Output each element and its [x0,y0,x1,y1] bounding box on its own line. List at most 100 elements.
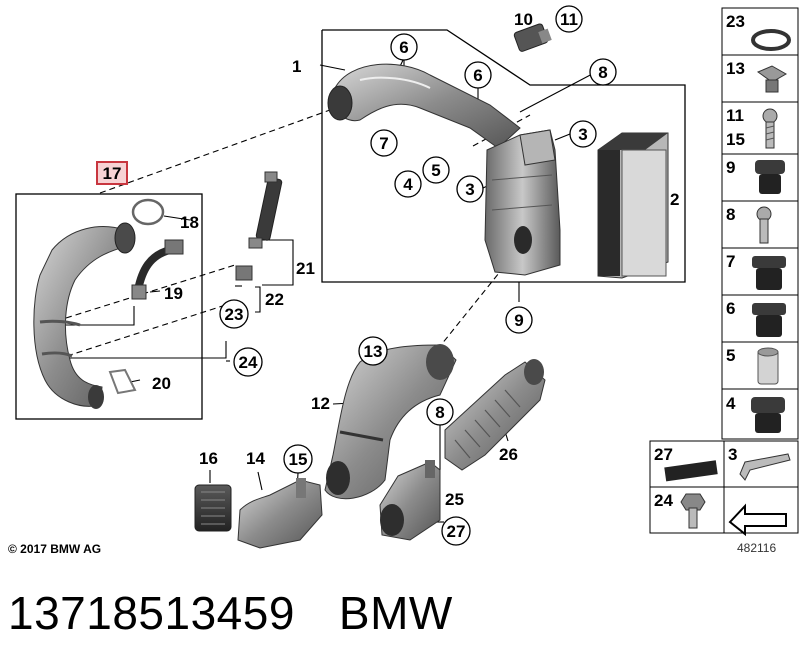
svg-text:13: 13 [364,342,383,361]
callout-7: 7 [370,129,398,157]
bolt-icon [756,206,772,244]
duct-part-12 [324,344,457,500]
callout-22: 22 [265,290,284,309]
sidebar-cell-9: 9 [721,153,799,202]
svg-text:11: 11 [560,10,578,29]
callout-3a: 3 [569,120,597,148]
callout-20: 20 [152,374,171,393]
callout-10: 10 [514,10,533,29]
part-17-frame [15,193,203,420]
assembly-1-frame [321,29,686,283]
sidebar-cell-7: 7 [721,247,799,296]
svg-text:4: 4 [403,175,413,194]
hose-part-17 [33,222,136,409]
sidebar-cell-8: 8 [721,200,799,249]
connector-part-22 [235,265,253,281]
copyright-notice: © 2017 BMW AG [8,542,102,556]
callout-16: 16 [199,449,218,468]
o-ring-icon [751,29,791,51]
svg-text:6: 6 [399,38,408,57]
svg-text:8: 8 [726,205,735,224]
grille-part-16 [194,484,232,532]
screw-icon [762,108,778,149]
clip-nut-icon [756,65,788,93]
air-filter-part-2 [597,132,669,279]
sidebar-cell-23: 23 [721,7,799,56]
air-guide-part-14 [237,478,323,549]
svg-text:3: 3 [465,180,474,199]
elbow-part-25 [379,460,441,541]
callout-14: 14 [246,449,265,468]
brand-name: BMW [338,587,453,639]
svg-text:7: 7 [379,134,388,153]
sidebar-cell-24: 24 [649,486,725,534]
spring-clip-part-20 [108,368,137,395]
callout-18: 18 [180,213,199,232]
callout-19: 19 [164,284,183,303]
hardware-sidebar: 23 13 11 15 9 [649,7,799,537]
svg-text:24: 24 [239,353,258,372]
svg-text:13: 13 [726,59,745,78]
sidebar-cell-3: 3 [723,440,799,488]
foam-pad-icon [664,460,718,482]
sidebar-cell-11-15: 11 15 [721,101,799,155]
callout-1: 1 [292,57,301,76]
svg-text:27: 27 [447,522,466,541]
diagram-reference-code: 482116 [737,541,777,555]
callout-17-highlight [96,161,128,185]
svg-text:7: 7 [726,252,735,271]
callout-group: 6 6 8 11 7 5 4 3 3 9 23 24 13 8 15 27 1 … [96,5,679,546]
rubber-mount-icon [752,303,786,337]
svg-text:5: 5 [431,161,440,180]
sleeve-icon [757,347,779,385]
hex-bolt-icon [680,493,706,529]
callout-27: 27 [441,516,471,546]
callout-9: 9 [505,306,533,334]
svg-text:23: 23 [225,305,244,324]
svg-text:9: 9 [726,158,735,177]
sidebar-cell-27: 27 [649,440,725,488]
svg-text:24: 24 [654,491,673,510]
sidebar-cell-13: 13 [721,54,799,103]
svg-text:5: 5 [726,346,735,365]
svg-text:8: 8 [435,403,444,422]
vent-hose-part-19 [131,239,184,300]
sidebar-cell-6: 6 [721,294,799,343]
callout-15: 15 [283,444,313,474]
rubber-bushing-icon [751,397,785,433]
callout-23: 23 [219,299,249,329]
sidebar-cell-5: 5 [721,341,799,390]
callout-12: 12 [311,394,330,413]
sensor-part-10 [513,23,552,52]
callout-4: 4 [394,170,422,198]
callout-2: 2 [670,190,679,209]
svg-text:4: 4 [726,394,736,413]
callout-5: 5 [422,156,450,184]
svg-text:3: 3 [578,125,587,144]
svg-text:6: 6 [473,66,482,85]
callout-25: 25 [445,490,464,509]
svg-text:23: 23 [726,12,745,31]
callout-6b: 6 [464,61,492,89]
sidebar-cell-arrow [723,486,799,537]
callout-8a: 8 [589,58,617,86]
bellows-part-26 [444,359,546,471]
bracket-clip-icon [739,453,791,481]
callout-17: 17 [103,164,122,183]
svg-text:27: 27 [654,445,673,464]
rubber-mount-icon [752,256,786,290]
svg-text:15: 15 [726,130,745,149]
callout-3b: 3 [456,175,484,203]
clamp-ring-part-18 [131,198,165,226]
svg-text:11: 11 [726,106,744,125]
svg-text:15: 15 [289,450,308,469]
grommet-icon [755,160,785,194]
callout-24: 24 [233,347,263,377]
intake-duct-part-1 [327,63,521,149]
hose-part-21 [248,171,283,249]
callout-21: 21 [296,259,315,278]
dashed-leaders [65,109,531,397]
sidebar-cell-4: 4 [721,388,799,440]
